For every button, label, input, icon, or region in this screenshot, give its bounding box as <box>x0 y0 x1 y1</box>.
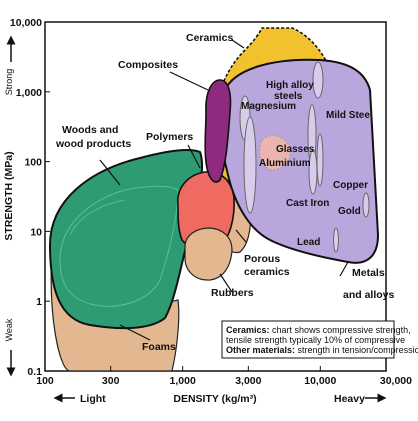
y-tick-label: 10 <box>30 226 42 238</box>
polymers-label: Polymers <box>146 131 193 143</box>
y-low-label: Weak <box>4 318 14 341</box>
magnesium-label: Magnesium <box>241 101 296 112</box>
mild-steel-label: Mild Steel <box>326 110 373 121</box>
y-high-label: Strong <box>4 69 14 96</box>
y-tick-label: 1 <box>36 296 42 308</box>
metals-leader <box>339 261 349 277</box>
glasses-region <box>259 135 291 171</box>
porous-ceramics-leader <box>235 229 247 243</box>
woods-inner <box>59 185 179 307</box>
cast-iron-marker <box>308 149 318 195</box>
woods-label-1: Woods and <box>62 124 118 136</box>
porous-label-2: ceramics <box>244 266 290 278</box>
y-tick-label: 0.1 <box>27 366 42 378</box>
glasses-label: Glasses <box>276 144 315 155</box>
composites-label: Composites <box>118 59 178 71</box>
cast-iron-label: Cast Iron <box>286 198 329 209</box>
axis-ticks: 100 300 1,000 3,000 10,000 30,000 0.1 1 10 100 1,0… <box>10 17 412 387</box>
note-line-2: tensile strength typically 10% of compre… <box>226 335 405 345</box>
foams-leader <box>119 324 151 341</box>
x-low-label: Light <box>80 393 106 405</box>
foams-label: Foams <box>142 341 176 353</box>
ceramics-leader <box>231 39 245 49</box>
metals-label-1: Metals <box>352 267 385 279</box>
note-box: Ceramics: chart shows compressive streng… <box>221 320 418 359</box>
woods-inner-2 <box>69 199 126 236</box>
copper-marker <box>316 133 324 187</box>
y-tick-label: 1,000 <box>16 87 42 99</box>
x-tick-label: 30,000 <box>380 375 412 387</box>
rubbers-leader <box>219 273 233 293</box>
rubbers-region <box>184 227 233 281</box>
woods-label-2: wood products <box>55 138 131 150</box>
metals-label-2: and alloys <box>343 289 395 301</box>
woods-leader <box>99 159 121 186</box>
copper-label: Copper <box>333 180 368 191</box>
y-axis-label: STRENGTH (MPa) <box>3 151 15 240</box>
aluminium-marker <box>243 116 257 214</box>
material-labels: Ceramics Composites Polymers Woods and w… <box>55 32 395 353</box>
region-layer <box>48 27 380 372</box>
porous-label-1: Porous <box>244 253 280 265</box>
composites-region <box>204 79 232 183</box>
x-axis-label: DENSITY (kg/m³) <box>173 393 256 405</box>
polymers-leader <box>187 144 201 169</box>
y-tick-label: 10,000 <box>10 17 42 29</box>
x-high-label: Heavy <box>334 393 365 405</box>
x-tick-label: 1,000 <box>170 375 196 387</box>
rubbers-label: Rubbers <box>211 287 254 299</box>
aluminium-label: Aluminium <box>259 158 311 169</box>
note-line-1: Ceramics: chart shows compressive streng… <box>226 325 411 335</box>
label-leader-lines <box>99 39 349 341</box>
y-tick-label: 100 <box>24 157 42 169</box>
high-alloy-label-1: High alloy <box>266 80 314 91</box>
composites-leader <box>169 71 209 91</box>
note-line-3: Other materials: strength in tension/com… <box>226 345 418 355</box>
gold-marker <box>362 192 370 218</box>
x-tick-label: 100 <box>36 375 54 387</box>
high-alloy-steel-marker <box>312 61 324 99</box>
x-tick-label: 10,000 <box>304 375 336 387</box>
x-tick-label: 3,000 <box>235 375 261 387</box>
lead-marker <box>333 227 339 253</box>
high-alloy-label-2: steels <box>274 91 303 102</box>
ceramics-label: Ceramics <box>186 32 233 44</box>
gold-label: Gold <box>338 206 361 217</box>
x-tick-label: 300 <box>102 375 120 387</box>
lead-label: Lead <box>297 237 320 248</box>
